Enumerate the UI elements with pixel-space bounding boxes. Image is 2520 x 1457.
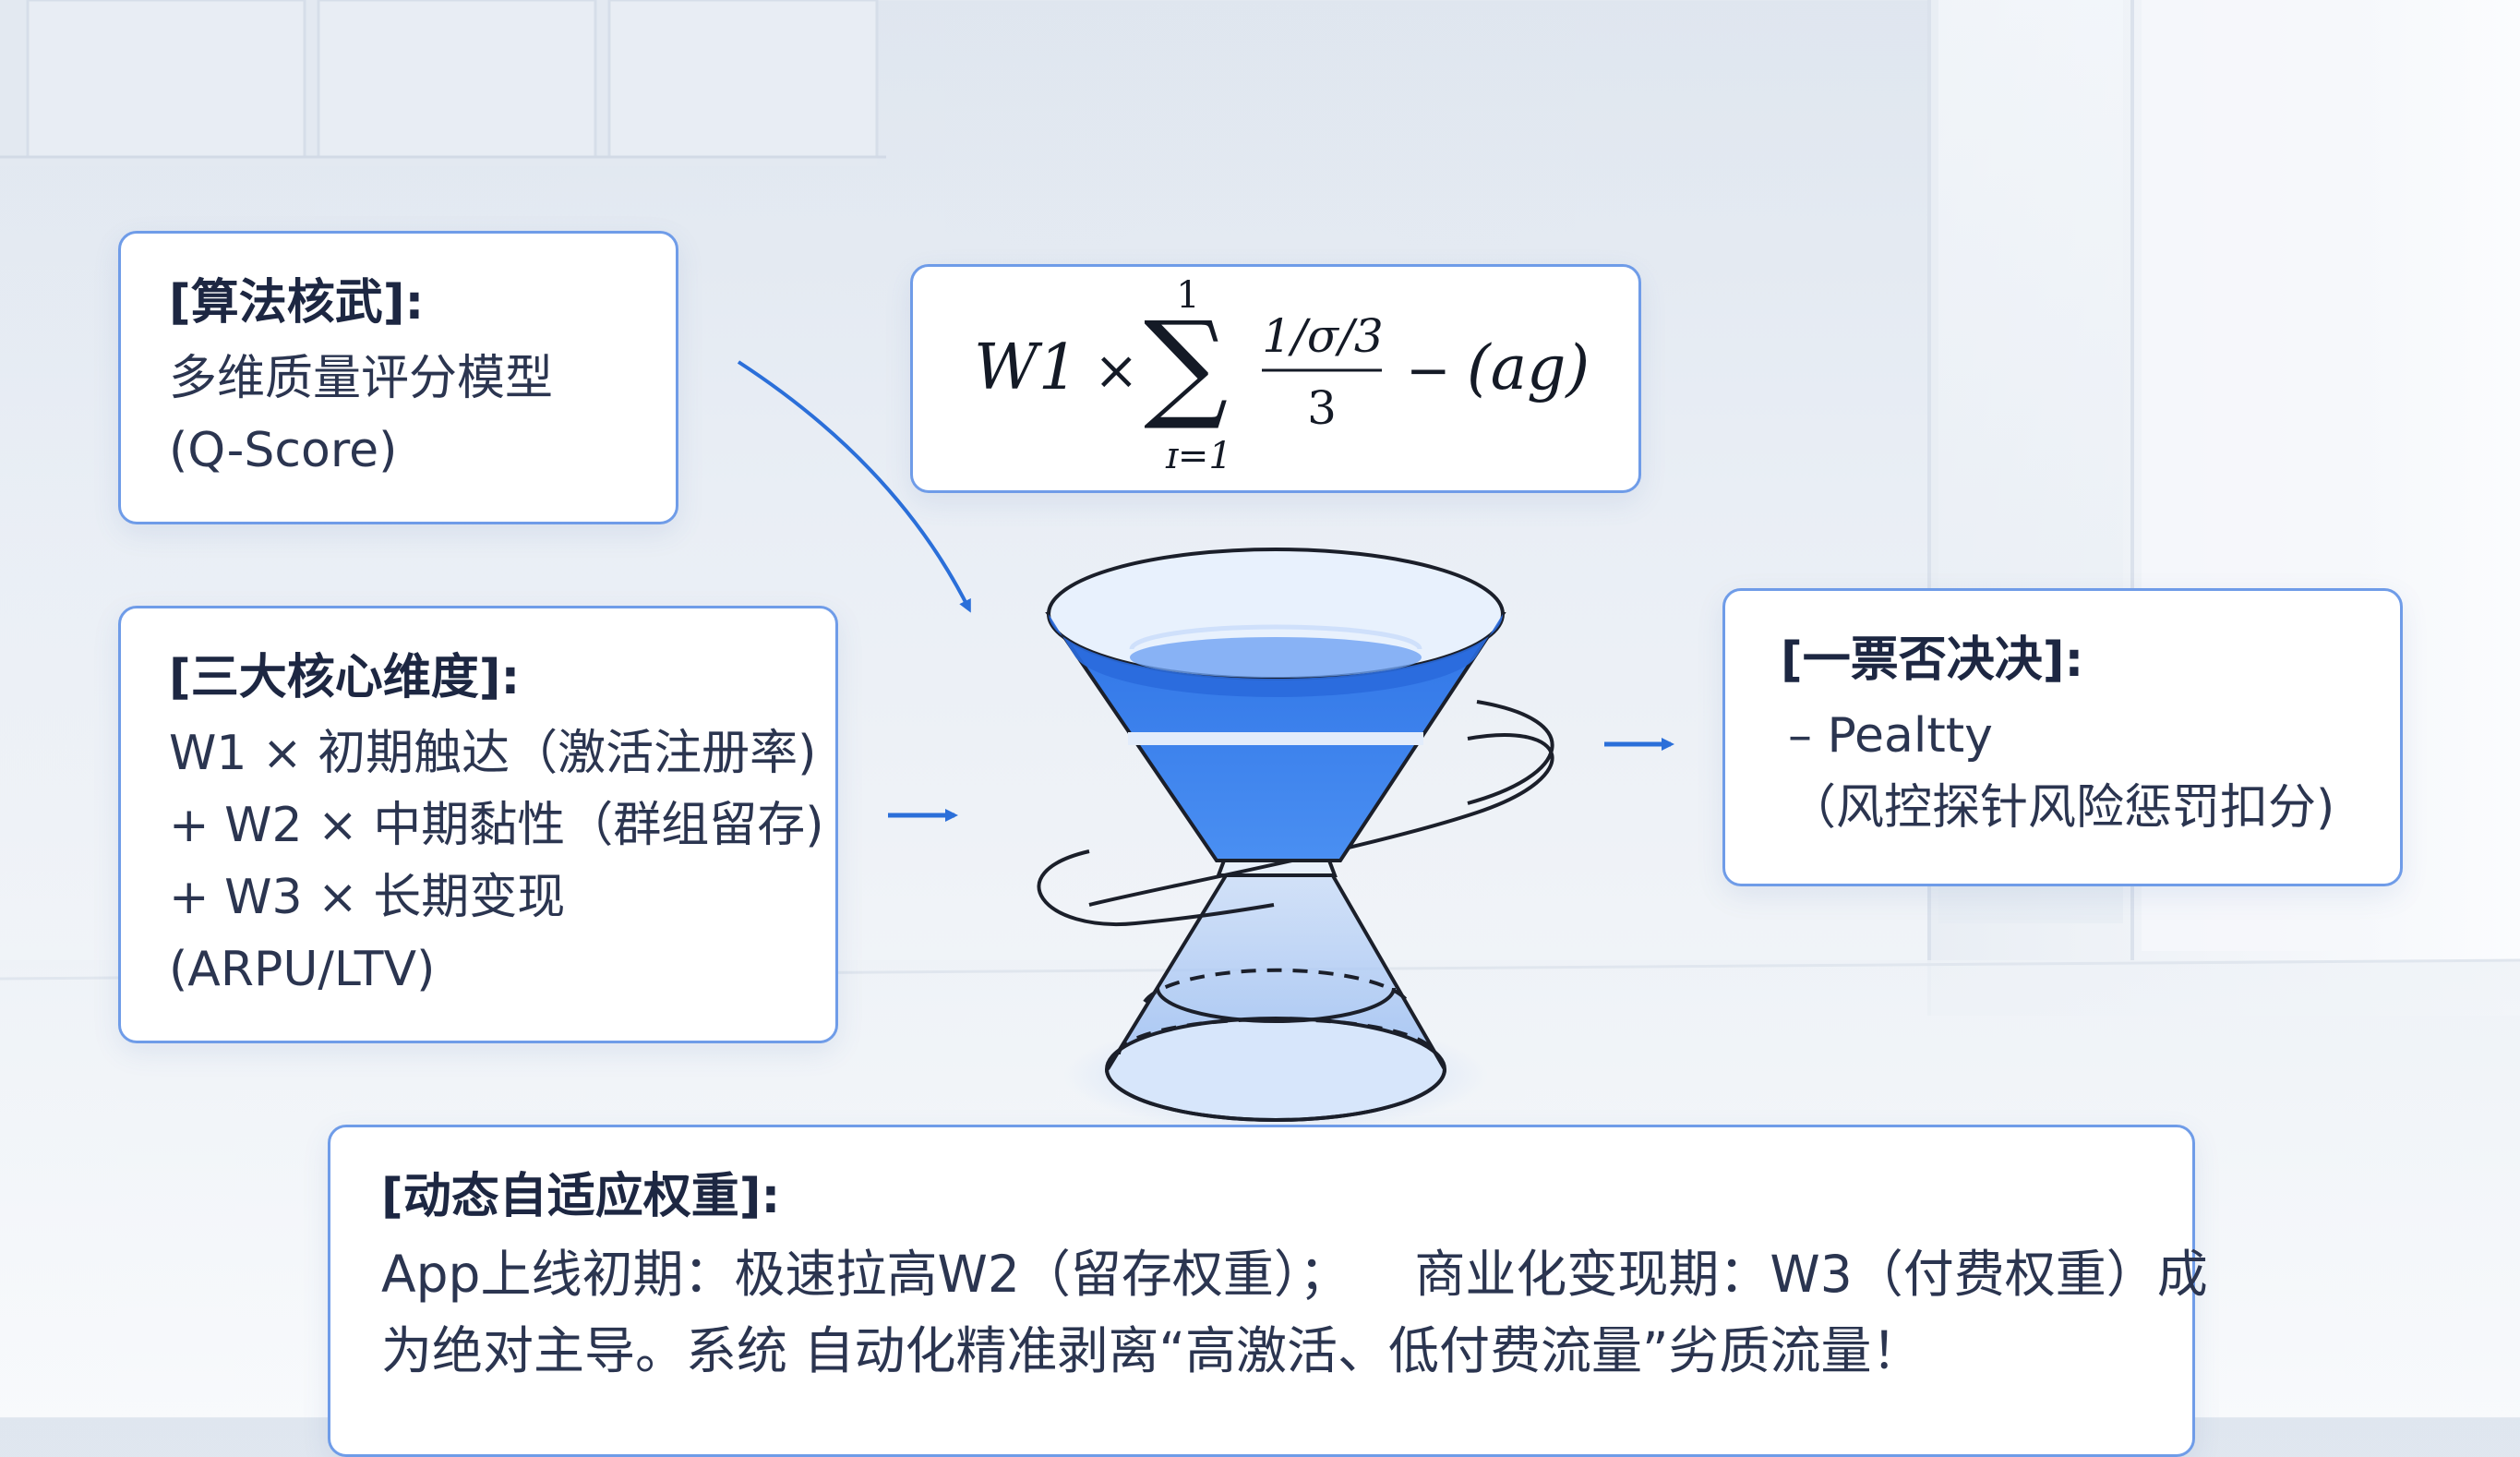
formula-lower: ɪ=1 [1165,435,1232,477]
adaptive-line-1: App上线初期：极速拉高W2（留存权重）； 商业化变现期：W3（付费权重）成 [381,1236,2208,1313]
algorithm-card: [算法核武]: 多维质量评分模型 (Q-Score) [118,231,678,524]
formula-denominator: 3 [1307,381,1337,435]
formula-minus: − [1406,339,1451,402]
dimensions-line-4: (ARPU/LTV) [169,942,436,998]
bottom-cone [1105,871,1446,1122]
formula-upper: 1 [1176,274,1199,317]
algorithm-title: [算法核武]: [169,275,425,331]
formula-times: × [1094,339,1139,402]
adaptive-weights-card: [动态自适应权重]: App上线初期：极速拉高W2（留存权重）； 商业化变现期：W… [328,1125,2208,1457]
dimensions-line-3: + W3 × 长期变现 [169,870,566,926]
sigma-icon: ∑ [1144,296,1228,434]
algorithm-line-1: 多维质量评分模型 [169,351,554,407]
formula-card: W1 × ∑ 1 ɪ=1 1/σ/3 3 − (ag) [910,264,1641,493]
formula: W1 × ∑ 1 ɪ=1 1/σ/3 3 − (ag) [974,274,1590,477]
formula-tail: (ag) [1467,332,1590,403]
algorithm-line-2: (Q-Score) [169,423,398,479]
orbit-ring-right [1467,700,1554,805]
formula-numerator: 1/σ/3 [1262,309,1383,363]
dimensions-line-2: + W2 × 中期黏性（群组留存) [169,798,824,854]
veto-title: [一票否决决]: [1781,632,2084,688]
dimensions-card: [三大核心维度]: W1 × 初期触达（激活注册率) + W2 × 中期黏性（群… [118,606,838,1043]
veto-line-1: – Pealtty [1788,708,1993,765]
adaptive-line-1-b: 商业化变现期：W3（付费权重）成 [1414,1245,2208,1305]
orbit-ring-front [1037,849,1275,927]
veto-card: [一票否决决]: – Pealtty （风控探针风险惩罚扣分) [1722,588,2403,886]
adaptive-title: [动态自适应权重]: [381,1169,781,1224]
funnel-diagram [737,360,1674,1131]
curved-arrow-icon [737,360,971,613]
dimensions-line-1: W1 × 初期触达（激活注册率) [169,726,817,782]
adaptive-line-2: 为绝对主导。系统 自动化精准剥离“高激活、低付费流量”劣质流量！ [381,1320,1923,1380]
orbit-ring-back [1088,733,1554,907]
adaptive-line-1-a: App上线初期：极速拉高W2（留存权重）； [381,1245,1350,1305]
top-cone [1045,548,1506,862]
dimensions-title: [三大核心维度]: [169,650,521,705]
veto-line-2: （风控探针风险惩罚扣分) [1788,780,2335,837]
formula-lhs: W1 [974,331,1078,404]
